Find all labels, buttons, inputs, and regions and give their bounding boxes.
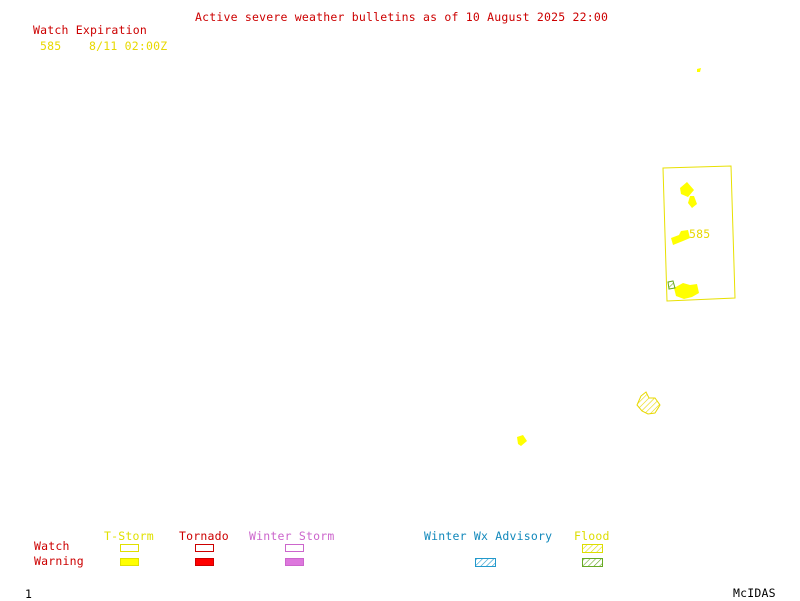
legend-tstorm-warning-swatch [120, 558, 139, 566]
tstorm-warning-polygon [671, 230, 690, 245]
bulletin-title: Active severe weather bulletins as of 10… [195, 10, 609, 24]
tstorm-warning-polygon [674, 283, 699, 299]
legend-winter-wx-advisory-label: Winter Wx Advisory [424, 529, 553, 543]
legend-winter-storm-watch-swatch [285, 544, 304, 552]
legend-warning-row-label: Warning [34, 554, 84, 568]
tstorm-warning-polygon [697, 68, 701, 72]
tstorm-warning-polygon [680, 182, 694, 197]
legend-winter-storm-warning-swatch [285, 558, 304, 566]
frame-number: 1 [25, 587, 33, 601]
mcidas-brand: McIDAS [733, 586, 776, 600]
watch-expiration-header: Watch Expiration [33, 23, 147, 37]
tstorm-warning-polygon [517, 435, 527, 446]
watch-585-label: 585 [689, 227, 711, 241]
watch-expiration-time: 8/11 02:00Z [89, 39, 168, 53]
legend-tstorm-label: T-Storm [104, 529, 154, 543]
tstorm-warning-polygon [688, 196, 697, 208]
legend-winter-storm-label: Winter Storm [249, 529, 335, 543]
flood-warning-polygon [667, 280, 676, 290]
watch-id: 585 [40, 39, 62, 53]
flood-area-polygon [636, 391, 661, 415]
legend-watch-row-label: Watch [34, 539, 70, 553]
legend-tornado-warning-swatch [195, 558, 214, 566]
legend-tornado-label: Tornado [179, 529, 229, 543]
legend-tornado-watch-swatch [195, 544, 214, 552]
legend-tstorm-watch-swatch [120, 544, 139, 552]
watch-585-outline [662, 165, 736, 302]
legend-flood-label: Flood [574, 529, 610, 543]
